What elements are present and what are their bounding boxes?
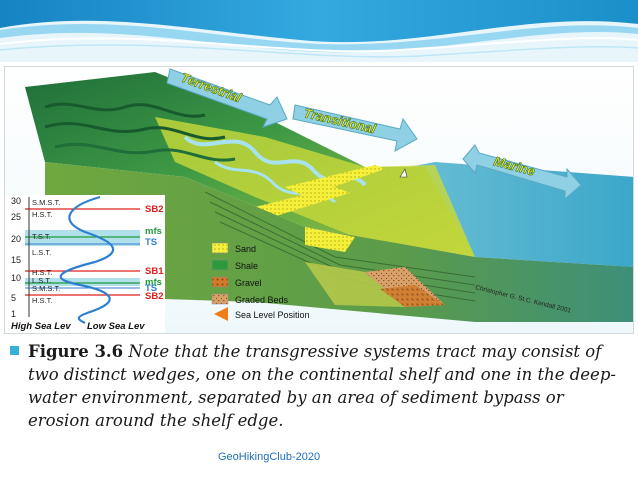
axis-tick-label: 1 bbox=[11, 309, 16, 319]
surface-label: TS bbox=[145, 283, 157, 294]
sequence-stratigraphy-figure: Terrestrial Transitional Marine 30 bbox=[4, 66, 634, 334]
caption-text: Note that the transgressive systems trac… bbox=[28, 342, 616, 430]
svg-text:Graded Beds: Graded Beds bbox=[235, 295, 289, 305]
surface-label: SB2 bbox=[145, 291, 163, 302]
surface-label: mfs bbox=[145, 226, 162, 237]
systems-tract-label: H.S.T. bbox=[32, 296, 52, 305]
surface-label: mfs bbox=[145, 277, 162, 288]
surface-label: SB1 bbox=[145, 266, 164, 277]
legend-sea-level-arrow-icon bbox=[214, 307, 228, 321]
surface-label: SB2 bbox=[145, 204, 163, 215]
svg-text:Shale: Shale bbox=[235, 261, 258, 271]
caption-figure-number: Figure 3.6 bbox=[28, 342, 124, 361]
legend-swatch-gravel bbox=[211, 276, 229, 288]
surface-label: TS bbox=[145, 237, 157, 248]
bullet-icon bbox=[10, 346, 19, 355]
legend-swatch-sand bbox=[211, 242, 229, 254]
block-diagram: Terrestrial Transitional Marine 30 bbox=[5, 67, 633, 333]
systems-tract-label: S.M.S.T. bbox=[32, 198, 60, 207]
systems-tract-label: L.S.T. bbox=[32, 248, 51, 257]
systems-tract-label: S.M.S.T. bbox=[32, 284, 60, 293]
axis-tick-label: 20 bbox=[11, 234, 21, 244]
sea-level-right-label: Low Sea Lev bbox=[87, 321, 145, 332]
legend-swatch-shale bbox=[211, 259, 229, 271]
systems-tract-label: L.S.T. bbox=[32, 276, 51, 285]
svg-text:Sand: Sand bbox=[235, 244, 256, 254]
axis-tick-label: 30 bbox=[11, 196, 21, 206]
legend: Sand Shale Gravel Graded Beds Sea Level … bbox=[211, 242, 310, 321]
legend-swatch-graded-beds bbox=[211, 293, 229, 305]
figure-caption: Figure 3.6 Note that the transgressive s… bbox=[10, 340, 630, 432]
systems-tract-label: H.S.T. bbox=[32, 268, 52, 277]
sea-level-left-label: High Sea Lev bbox=[11, 321, 71, 332]
axis-tick-label: 10 bbox=[11, 273, 21, 283]
footer-credit: GeoHikingClub-2020 bbox=[218, 451, 321, 463]
systems-tract-label: H.S.T. bbox=[32, 210, 52, 219]
axis-tick-label: 25 bbox=[11, 212, 21, 222]
sea-level-curve bbox=[59, 195, 115, 324]
axis-tick-label: 15 bbox=[11, 255, 21, 265]
systems-tract-label: T.S.T. bbox=[32, 232, 51, 241]
header-wave-decoration bbox=[0, 0, 638, 62]
svg-text:Gravel: Gravel bbox=[235, 278, 262, 288]
axis-tick-label: 5 bbox=[11, 293, 16, 303]
svg-text:Sea Level Position: Sea Level Position bbox=[235, 310, 310, 320]
